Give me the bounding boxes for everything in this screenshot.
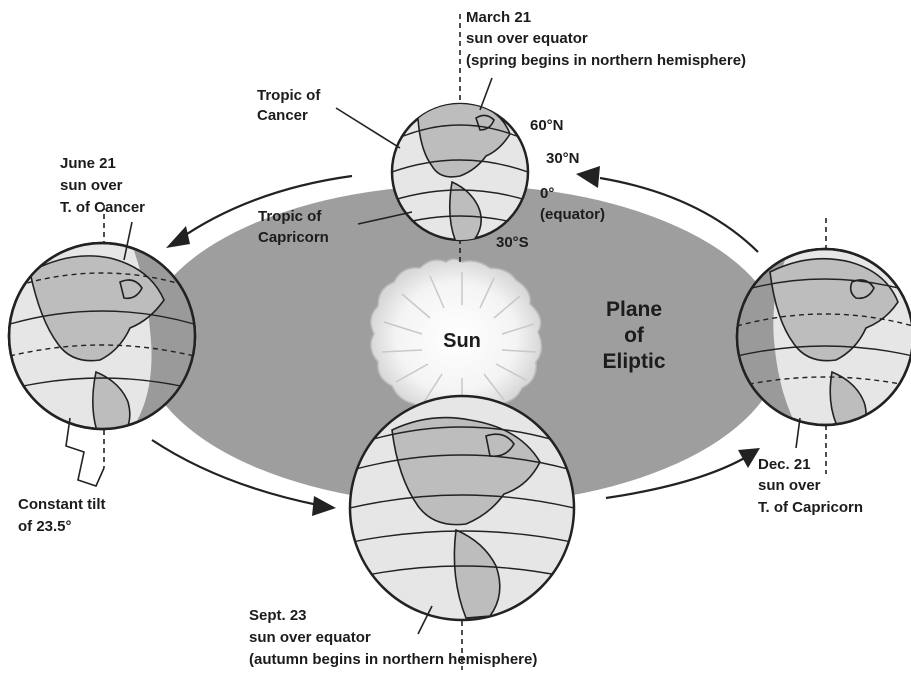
label-sept-line-2: sun over equator [249, 629, 371, 646]
plane-label-line-1: Plane [606, 298, 662, 321]
tilt-bracket [65, 417, 105, 487]
plane-label-line-2: of [624, 324, 645, 347]
leader-march [479, 77, 493, 111]
arrowhead-bottom-left [312, 496, 336, 516]
label-dec-line-1: Dec. 21 [758, 456, 811, 473]
label-tropic-capricorn: Tropic of Capricorn [258, 208, 329, 246]
label-june-line-2: sun over [60, 177, 123, 194]
orbit-arrow-bottom-left [151, 439, 319, 507]
label-march: March 21 sun over equator (spring begins… [466, 9, 746, 69]
label-tropic-cancer-line-1: Tropic of [257, 87, 321, 104]
label-sept-line-3: (autumn begins in northern hemisphere) [249, 651, 537, 668]
arrowhead-bottom-right [738, 448, 760, 468]
label-march-line-1: March 21 [466, 9, 531, 26]
label-tilt-line-1: Constant tilt [18, 496, 106, 513]
label-tilt: Constant tilt of 23.5° [18, 496, 106, 535]
label-0: 0° [540, 185, 554, 202]
label-dec-line-2: sun over [758, 477, 821, 494]
label-60n: 60°N [530, 117, 564, 134]
label-equator: (equator) [540, 206, 605, 223]
arrowhead-top-left [166, 226, 190, 248]
sun: Sun [370, 258, 543, 417]
label-june: June 21 sun over T. of Cancer [60, 155, 145, 216]
label-june-line-3: T. of Cancer [60, 199, 145, 216]
label-tropic-capricorn-line-1: Tropic of [258, 208, 322, 225]
label-dec-line-3: T. of Capricorn [758, 499, 863, 516]
label-march-line-3: (spring begins in northern hemisphere) [466, 52, 746, 69]
globe-march [390, 102, 530, 242]
leader-cancer [335, 107, 401, 149]
label-30s: 30°S [496, 234, 529, 251]
label-tropic-cancer-line-2: Cancer [257, 107, 308, 124]
leader-sept [417, 605, 433, 635]
plane-label: Plane of Eliptic [602, 298, 665, 373]
leader-june [123, 221, 133, 261]
label-dec: Dec. 21 sun over T. of Capricorn [758, 456, 863, 516]
leader-dec [795, 417, 801, 449]
orbit-arrow-top-left [177, 174, 353, 241]
orbit-arrow-bottom-right [605, 455, 749, 500]
globe-sept [348, 394, 576, 622]
label-sept: Sept. 23 sun over equator (autumn begins… [249, 607, 537, 668]
label-march-line-2: sun over equator [466, 30, 588, 47]
arrowhead-top-right [576, 166, 600, 188]
label-tropic-cancer: Tropic of Cancer [257, 87, 321, 124]
label-sept-line-1: Sept. 23 [249, 607, 307, 624]
plane-label-line-3: Eliptic [602, 350, 665, 373]
sun-label: Sun [443, 330, 481, 352]
sun-rays [381, 272, 537, 410]
leader-capricorn [357, 211, 413, 225]
orbit-arrow-top-right [599, 176, 759, 253]
label-june-line-1: June 21 [60, 155, 116, 172]
label-tropic-capricorn-line-2: Capricorn [258, 229, 329, 246]
label-tilt-line-2: of 23.5° [18, 518, 72, 535]
label-30n: 30°N [546, 150, 580, 167]
globe-dec [735, 247, 911, 427]
